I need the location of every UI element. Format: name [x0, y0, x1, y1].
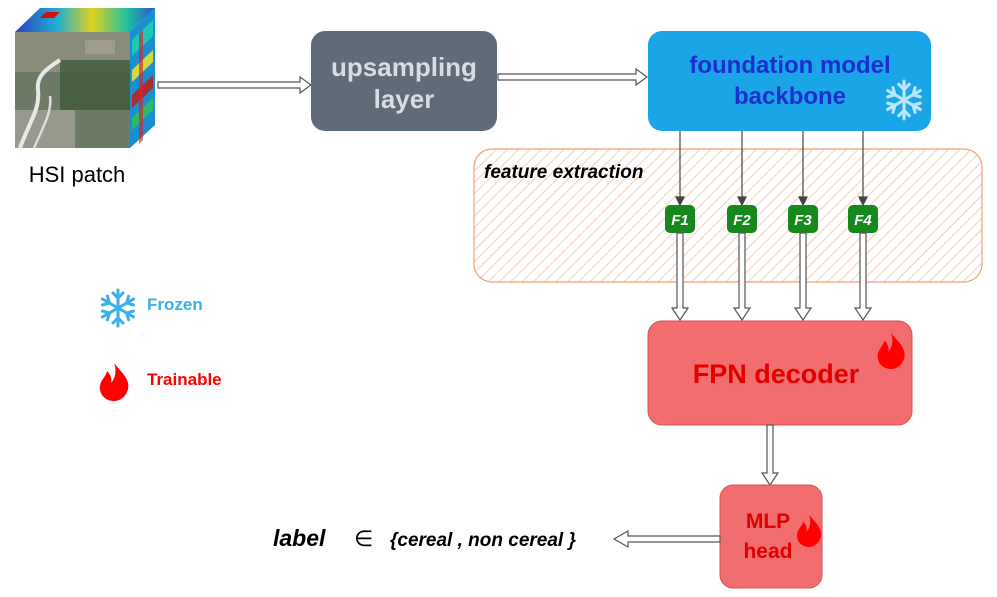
arrow-upsampling-to-backbone — [497, 67, 649, 87]
fpn-decoder-box — [647, 320, 913, 426]
hsi-patch-label: HSI patch — [29, 162, 126, 187]
feature-label-f3: F3 — [794, 212, 812, 229]
element-of-symbol: ∈ — [354, 527, 373, 552]
legend-frozen: Frozen — [100, 288, 203, 328]
backbone-label-line2: backbone — [734, 83, 846, 110]
hsi-side-texture — [132, 20, 153, 144]
feature-box-f1: F1 — [665, 205, 695, 233]
legend-snowflake-icon — [100, 288, 136, 328]
feature-label-f2: F2 — [733, 212, 751, 229]
hsi-top-texture — [40, 12, 60, 18]
feature-box-f3: F3 — [788, 205, 818, 233]
fpn-decoder-label: FPN decoder — [693, 359, 860, 389]
upsampling-label-line2-text: layer — [374, 84, 435, 114]
mlp-head-label-line2: head — [743, 540, 792, 563]
upsampling-label-line1: upsampling — [331, 52, 477, 82]
feature-label-f4: F4 — [854, 212, 872, 229]
upsampling-label-line2: layer — [374, 84, 435, 114]
feature-box-f2: F2 — [727, 205, 757, 233]
upsampling-layer-box — [311, 31, 497, 131]
arrow-hsi-to-upsampling — [157, 75, 313, 95]
hsi-patch-image — [15, 8, 155, 149]
backbone-feature-arrows — [675, 131, 868, 207]
feature-label-f1: F1 — [671, 212, 689, 229]
legend-flame-icon — [99, 363, 129, 401]
backbone-box — [648, 31, 931, 131]
legend-trainable: Trainable — [99, 363, 222, 401]
upsampling-layer-label: upsampling — [331, 52, 477, 82]
arrow-head-to-label — [612, 529, 721, 549]
mlp-head-label-line1: MLP — [746, 510, 790, 533]
backbone-label-line1: foundation model — [689, 52, 890, 79]
legend-trainable-label: Trainable — [147, 370, 222, 389]
output-class-set: {cereal , non cereal } — [390, 530, 576, 551]
feature-extraction-label: feature extraction — [484, 162, 643, 183]
feature-decoder-arrows — [670, 232, 873, 322]
legend-frozen-label: Frozen — [147, 295, 203, 314]
arrow-decoder-to-head — [760, 424, 780, 487]
output-label: label — [273, 525, 326, 551]
feature-box-f4: F4 — [848, 205, 878, 233]
